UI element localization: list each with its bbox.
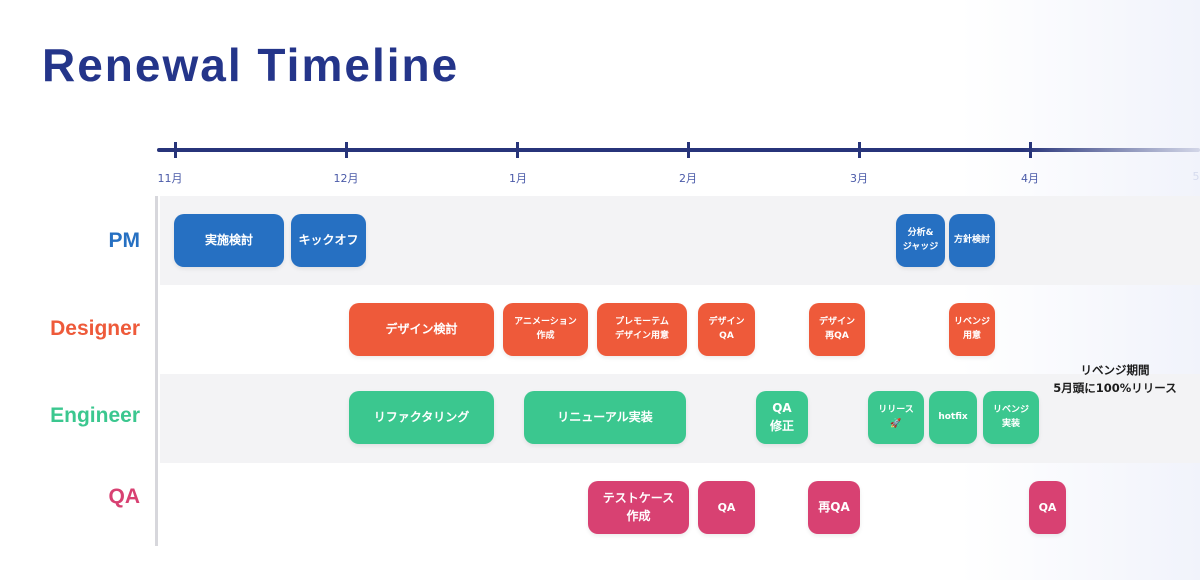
axis-tick	[1029, 142, 1032, 158]
task-designer-premortem: プレモーテム デザイン用意	[597, 303, 687, 356]
task-designer-qa: デザイン QA	[698, 303, 755, 356]
role-label-engineer: Engineer	[50, 404, 140, 427]
role-label-qa: QA	[108, 485, 141, 508]
month-label-nov: 11月	[157, 172, 183, 185]
task-engineer-revenge: リベンジ 実装	[983, 391, 1039, 444]
role-label-designer: Designer	[50, 317, 140, 340]
task-designer-design: デザイン検討	[349, 303, 494, 356]
task-designer-animation: アニメーション 作成	[503, 303, 588, 356]
axis-tick	[858, 142, 861, 158]
axis-tick	[345, 142, 348, 158]
task-pm-kickoff: キックオフ	[291, 214, 366, 267]
task-engineer-refactoring: リファクタリング	[349, 391, 494, 444]
month-label-dec: 12月	[333, 172, 359, 185]
month-label-apr: 4月	[1021, 172, 1039, 185]
task-engineer-renewal: リニューアル実装	[524, 391, 686, 444]
task-pm-analysis: 分析& ジャッジ	[896, 214, 945, 267]
task-designer-reqa: デザイン 再QA	[809, 303, 865, 356]
task-qa-final: QA	[1029, 481, 1066, 534]
task-qa-qa: QA	[698, 481, 755, 534]
task-pm-policy: 方針検討	[949, 214, 995, 267]
month-label-feb: 2月	[679, 172, 697, 185]
revenge-period-note: リベンジ期間 5月頭に100%リリース	[1053, 363, 1177, 396]
month-label-may: 5	[1192, 170, 1200, 183]
task-engineer-release: リリース 🚀	[868, 391, 924, 444]
axis-tick	[174, 142, 177, 158]
role-label-pm: PM	[108, 229, 141, 252]
timeline-axis	[157, 148, 1200, 152]
task-qa-reqa: 再QA	[808, 481, 860, 534]
axis-tick	[687, 142, 690, 158]
task-designer-revenge: リベンジ 用意	[949, 303, 995, 356]
lane-divider	[155, 196, 158, 546]
axis-tick	[516, 142, 519, 158]
task-engineer-qa-fix: QA 修正	[756, 391, 808, 444]
month-label-jan: 1月	[509, 172, 527, 185]
task-pm-planning: 実施検討	[174, 214, 284, 267]
task-qa-testcases: テストケース 作成	[588, 481, 689, 534]
page-title: Renewal Timeline	[42, 39, 460, 91]
task-engineer-hotfix: hotfix	[929, 391, 977, 444]
month-label-mar: 3月	[850, 172, 868, 185]
